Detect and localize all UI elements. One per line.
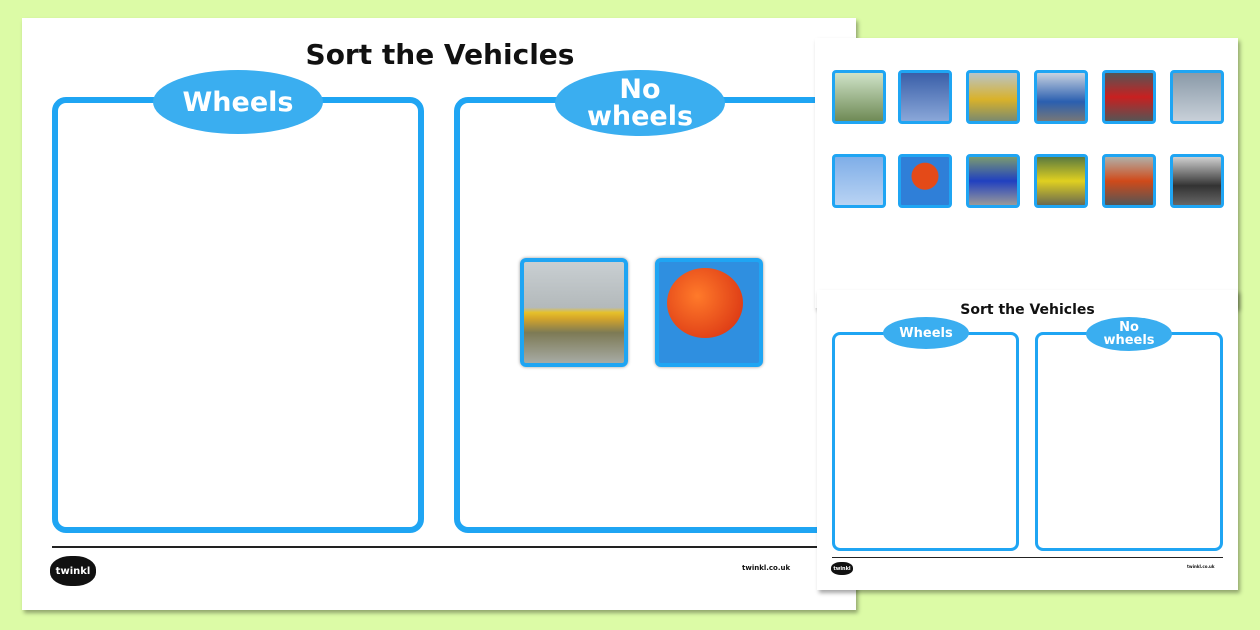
twinkl-logo: twinkl <box>50 556 96 586</box>
small-wheels-label: Wheels <box>883 317 969 349</box>
wheels-label: Wheels <box>153 70 323 134</box>
cut-out-sheet <box>815 38 1238 308</box>
balloon-icon <box>667 268 743 338</box>
worksheet-title: Sort the Vehicles <box>305 38 575 71</box>
hot-air-balloon-image[interactable] <box>898 154 952 208</box>
ship-image[interactable] <box>1170 70 1224 124</box>
small-footer-url: twinkl.co.uk <box>1187 564 1215 569</box>
small-twinkl-logo: twinkl <box>831 562 853 575</box>
small-logo-text: twinkl <box>833 565 851 572</box>
no-wheels-box[interactable] <box>454 97 834 533</box>
car-image[interactable] <box>1102 70 1156 124</box>
hot-air-balloon-card[interactable] <box>655 258 763 367</box>
small-no-wheels-line2: wheels <box>1103 333 1155 348</box>
footer-divider <box>52 546 824 548</box>
no-wheels-label-line1: No <box>619 74 661 105</box>
boat-image[interactable] <box>966 70 1020 124</box>
no-wheels-label-line2: wheels <box>586 101 694 132</box>
small-footer-divider <box>832 557 1223 558</box>
no-wheels-label: No wheels <box>555 70 725 136</box>
logo-text: twinkl <box>55 565 91 577</box>
small-wheels-label-text: Wheels <box>899 325 953 341</box>
main-worksheet: Sort the Vehicles Wheels No wheels twink… <box>22 18 856 610</box>
wheels-box[interactable] <box>52 97 424 533</box>
boat-card[interactable] <box>520 258 628 367</box>
small-no-wheels-label: No wheels <box>1086 317 1172 351</box>
small-wheels-box[interactable] <box>832 332 1019 551</box>
small-no-wheels-box[interactable] <box>1035 332 1223 551</box>
small-worksheet: Sort the Vehicles Wheels No wheels twink… <box>817 290 1238 590</box>
footer-url: twinkl.co.uk <box>742 564 791 572</box>
helicopter-image[interactable] <box>832 154 886 208</box>
tractor-image[interactable] <box>1034 154 1088 208</box>
motorbike-image[interactable] <box>966 154 1020 208</box>
truck-image[interactable] <box>1170 154 1224 208</box>
airplane-image[interactable] <box>898 70 952 124</box>
small-no-wheels-line1: No <box>1119 320 1139 335</box>
wheels-label-text: Wheels <box>182 86 294 118</box>
train-image[interactable] <box>1102 154 1156 208</box>
bus-image[interactable] <box>1034 70 1088 124</box>
small-worksheet-title: Sort the Vehicles <box>960 302 1095 318</box>
bicycle-image[interactable] <box>832 70 886 124</box>
